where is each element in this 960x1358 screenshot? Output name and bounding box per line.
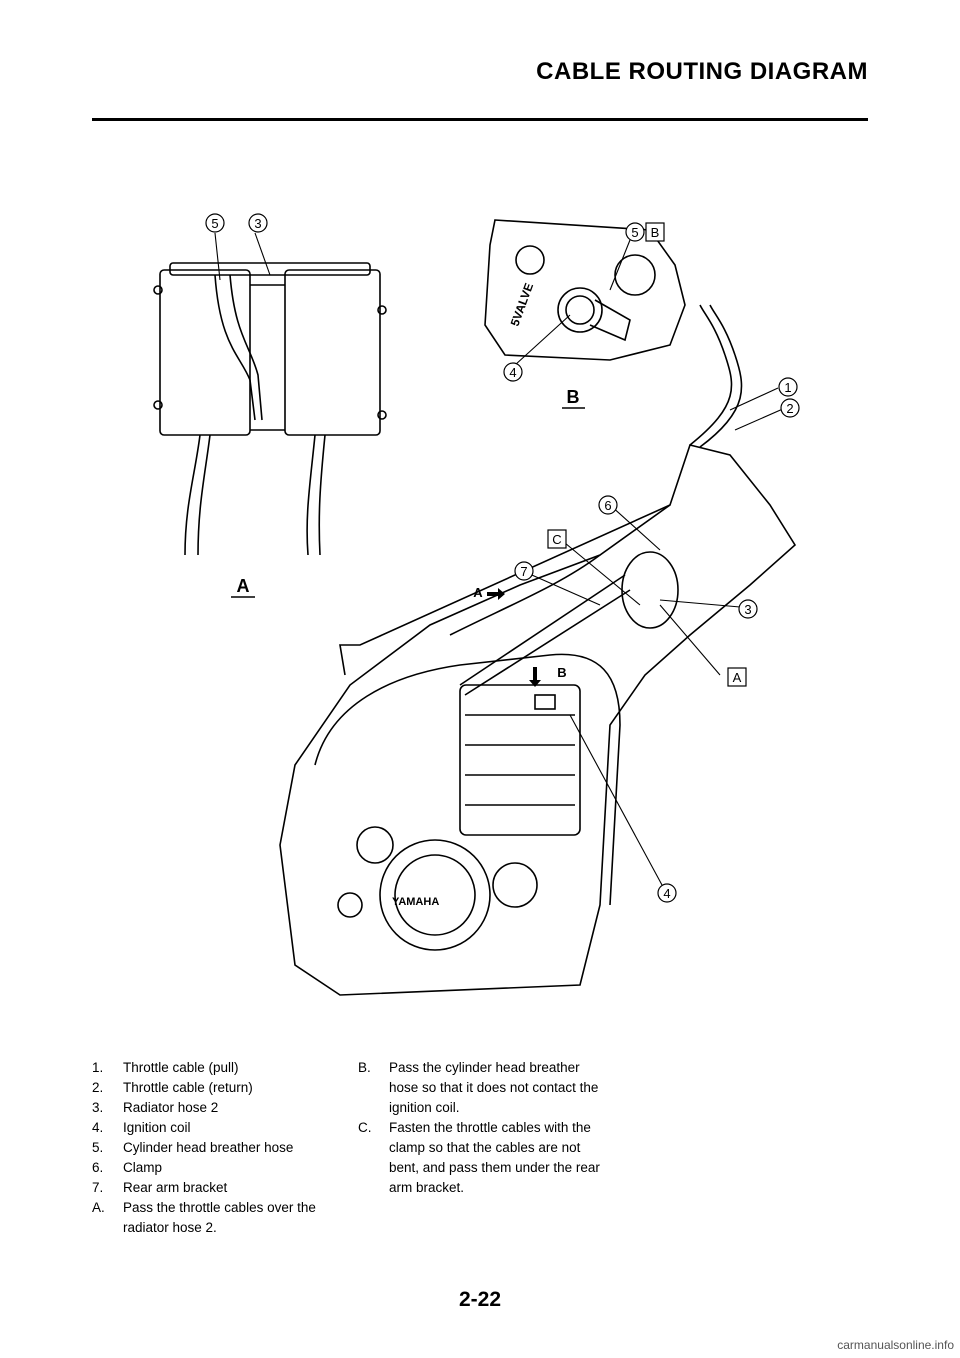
svg-text:4: 4 — [509, 365, 516, 380]
callout-a-box: A — [727, 667, 747, 687]
note-3: 3.Radiator hose 2 — [92, 1100, 219, 1115]
note-b: B.Pass the cylinder head breather hose s… — [358, 1060, 599, 1115]
inset-label-a: A — [231, 576, 255, 598]
note-6: 6.Clamp — [92, 1160, 163, 1175]
note-a: A.Pass the throttle cables over the radi… — [92, 1200, 316, 1235]
note-c: C.Fasten the throttle cables with the cl… — [358, 1120, 600, 1195]
page-title: CABLE ROUTING DIAGRAM — [536, 58, 868, 85]
svg-text:B: B — [557, 665, 566, 680]
svg-text:A: A — [237, 576, 250, 596]
svg-text:3: 3 — [254, 216, 261, 231]
view-arrow-b: B — [529, 665, 567, 687]
callout-4-frame: 4 — [657, 883, 677, 903]
svg-text:B: B — [567, 387, 580, 407]
frame-engine-illustration: YAMAHA — [279, 304, 797, 996]
callout-3-radiator: 3 — [248, 213, 268, 233]
svg-text:A: A — [473, 585, 483, 600]
svg-text:B: B — [651, 225, 660, 240]
note-7: 7.Rear arm bracket — [92, 1180, 228, 1195]
callout-c-box: C — [547, 529, 567, 549]
callout-3-frame: 3 — [738, 599, 758, 619]
note-2: 2.Throttle cable (return) — [92, 1080, 253, 1095]
svg-text:5: 5 — [631, 225, 638, 240]
note-4: 4.Ignition coil — [92, 1120, 191, 1135]
inset-label-b: B — [562, 387, 585, 409]
watermark: carmanualsonline.info — [837, 1338, 954, 1352]
callout-4-cover: 4 — [503, 362, 523, 382]
callout-b-box: B — [645, 222, 665, 242]
svg-text:7: 7 — [520, 564, 527, 579]
svg-text:5: 5 — [211, 216, 218, 231]
callout-5-radiator: 5 — [205, 213, 225, 233]
callout-6: 6 — [598, 495, 618, 515]
title-rule — [92, 118, 868, 121]
svg-text:YAMAHA: YAMAHA — [392, 896, 439, 908]
svg-text:3: 3 — [744, 602, 751, 617]
callout-2: 2 — [780, 398, 800, 418]
svg-text:5VALVE: 5VALVE — [508, 281, 537, 328]
notes-left-column: 1.Throttle cable (pull) 2.Throttle cable… — [92, 1058, 337, 1238]
cable-routing-diagram: 5VALVE YAMAHA — [153, 213, 800, 996]
callout-5-cover: 5 — [625, 222, 645, 242]
svg-text:2: 2 — [786, 401, 793, 416]
svg-text:6: 6 — [604, 498, 611, 513]
radiator-illustration — [153, 262, 387, 556]
svg-text:1: 1 — [784, 380, 791, 395]
svg-text:A: A — [733, 670, 742, 685]
page-number: 2-22 — [458, 1288, 502, 1311]
svg-text:4: 4 — [663, 886, 670, 901]
note-1: 1.Throttle cable (pull) — [92, 1060, 239, 1075]
view-arrow-a: A — [473, 585, 505, 600]
callout-1: 1 — [778, 377, 798, 397]
notes-right-column: B.Pass the cylinder head breather hose s… — [358, 1058, 608, 1198]
note-5: 5.Cylinder head breather hose — [92, 1140, 294, 1155]
callout-7: 7 — [514, 561, 534, 581]
svg-text:C: C — [552, 532, 561, 547]
